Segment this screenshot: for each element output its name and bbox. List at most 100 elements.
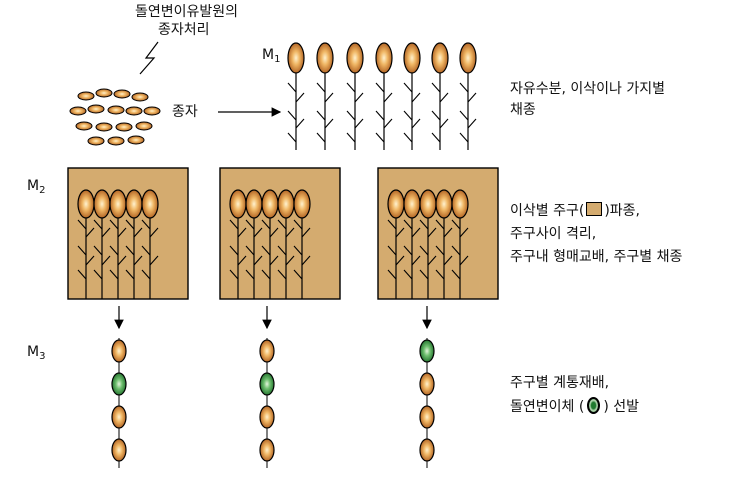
leaf (387, 245, 397, 256)
leaf (459, 132, 469, 143)
plant (346, 70, 364, 150)
leaf (403, 269, 413, 280)
leaf (431, 132, 441, 143)
leaf (77, 245, 87, 256)
plot-square-icon (586, 202, 603, 216)
leaf (435, 269, 445, 280)
leaf (375, 110, 385, 121)
leaf (443, 227, 453, 238)
leaf (125, 219, 135, 230)
mutant-seed (259, 372, 275, 396)
seed (259, 405, 275, 429)
m3-line (111, 338, 127, 468)
leaf (419, 245, 429, 256)
m1-note-line-1: 자유수분, 이삭이나 가지별 (510, 81, 666, 97)
leaf (403, 219, 413, 230)
seed (75, 121, 93, 131)
treatment-squiggle (139, 41, 159, 75)
mutant-seed (111, 372, 127, 396)
leaf (293, 219, 303, 230)
m2-note-line-3: 주구내 형매교배, 주구별 채종 (510, 249, 683, 265)
seed (107, 105, 125, 115)
seed (403, 189, 421, 219)
m2-plot (219, 167, 341, 300)
leaf (293, 245, 303, 256)
leaf (287, 132, 297, 143)
leaf (383, 92, 393, 103)
seed (111, 339, 127, 363)
seed (77, 91, 95, 101)
top-label-line-1: 돌연변이유발원의 (135, 4, 239, 20)
m1-note-line-2: 채종 (510, 102, 536, 118)
leaf (277, 219, 287, 230)
plant (77, 215, 95, 299)
leaf (411, 118, 421, 129)
leaf (101, 255, 111, 266)
leaf (125, 245, 135, 256)
leaf (443, 255, 453, 266)
m2-note-line-1: 이삭별 주구()파종, (510, 202, 640, 219)
leaf (277, 245, 287, 256)
leaf (324, 118, 334, 129)
seed-label: 종자 (172, 104, 198, 120)
m2-plot (67, 167, 189, 300)
m3-line (259, 338, 275, 468)
leaf (431, 110, 441, 121)
leaf (245, 245, 255, 256)
leaf (459, 110, 469, 121)
leaf (229, 219, 239, 230)
plot-box (377, 167, 499, 300)
seed (77, 189, 95, 219)
plant (141, 215, 159, 299)
leaf (287, 110, 297, 121)
leaf (411, 227, 421, 238)
seed (125, 189, 143, 219)
leaf (403, 110, 413, 121)
leaf (295, 92, 305, 103)
leaf (375, 82, 385, 93)
seed (431, 42, 449, 74)
leaf (117, 227, 127, 238)
seed (346, 42, 364, 74)
plant (293, 215, 311, 299)
leaf (287, 82, 297, 93)
leaf (133, 255, 143, 266)
leaf (431, 82, 441, 93)
seed (387, 189, 405, 219)
seed (245, 189, 263, 219)
seed (287, 42, 305, 74)
plant (316, 70, 334, 150)
seed (135, 121, 153, 131)
seed (69, 106, 87, 116)
m3-line (419, 338, 435, 468)
leaf (411, 255, 421, 266)
leaf (354, 92, 364, 103)
plant (287, 70, 305, 150)
plant (277, 215, 295, 299)
leaf (285, 227, 295, 238)
leaf (109, 245, 119, 256)
leaf (459, 82, 469, 93)
leaf (403, 82, 413, 93)
leaf (395, 255, 405, 266)
seed (95, 122, 113, 132)
seed (403, 42, 421, 74)
leaf (435, 245, 445, 256)
leaf (125, 269, 135, 280)
plant (109, 215, 127, 299)
leaf (85, 227, 95, 238)
leaf (467, 92, 477, 103)
seed (375, 42, 393, 74)
seed (87, 104, 105, 114)
seed (95, 88, 113, 98)
m3-lines (111, 338, 435, 468)
leaf (133, 227, 143, 238)
leaf (245, 269, 255, 280)
leaf (109, 269, 119, 280)
leaf (277, 269, 287, 280)
plant (451, 215, 469, 299)
leaf (435, 219, 445, 230)
seed (451, 189, 469, 219)
leaf (346, 132, 356, 143)
seed (259, 339, 275, 363)
